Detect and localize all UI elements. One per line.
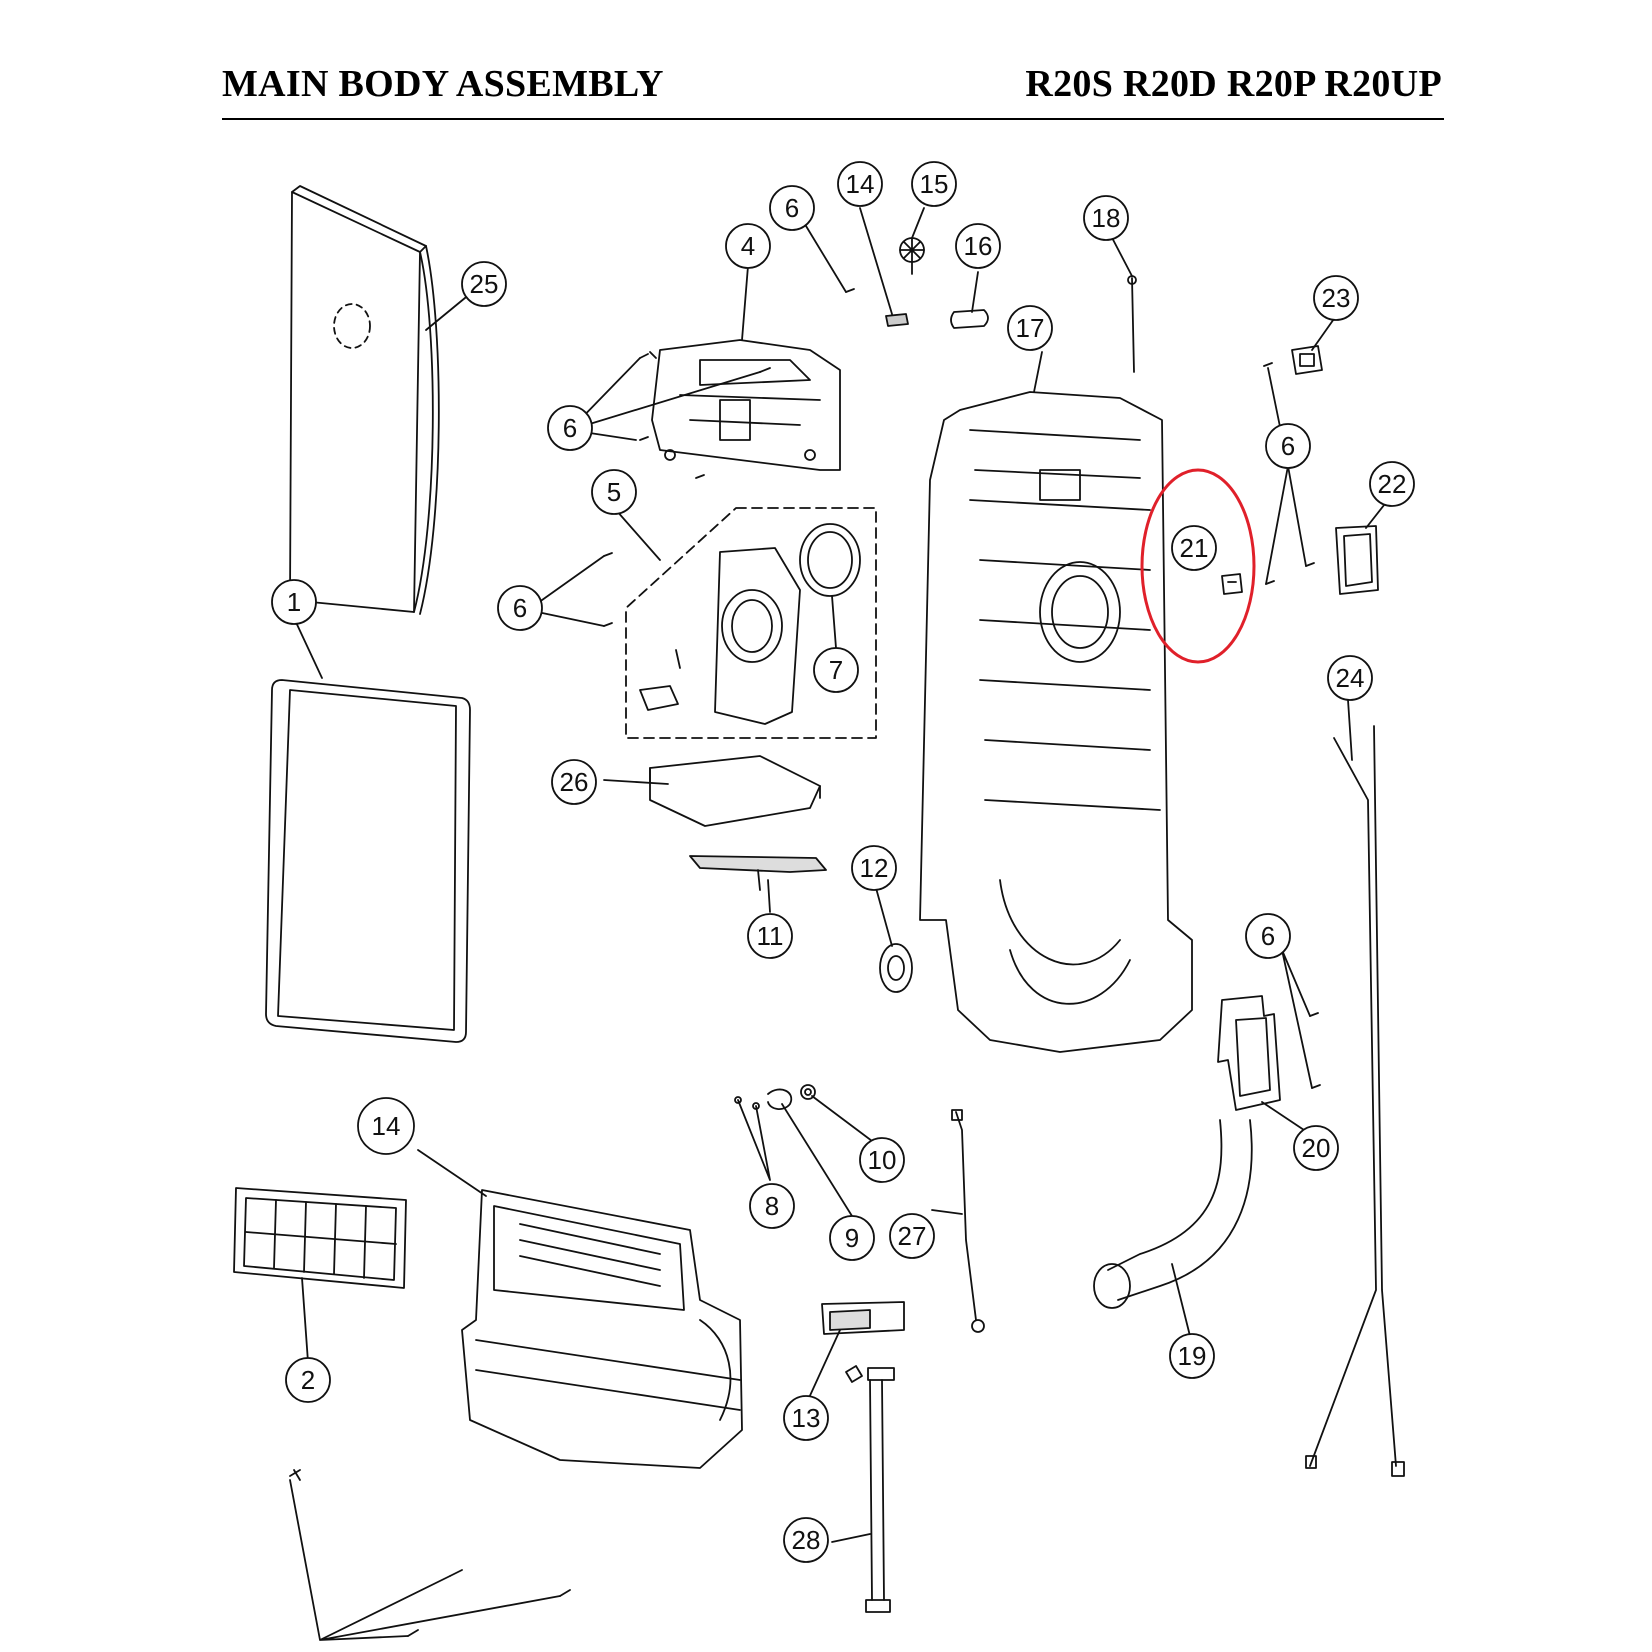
part-25-door-panel[interactable]: [289, 185, 440, 615]
part-9-spring-clip[interactable]: [767, 1088, 793, 1110]
callout-6-right-lower: 6: [1245, 913, 1291, 959]
svg-text:14: 14: [846, 169, 875, 199]
callout-6-right-upper: 6: [1265, 423, 1311, 469]
part-1-gasket-frame[interactable]: [265, 679, 471, 1043]
part-11-grille[interactable]: [689, 855, 827, 891]
svg-text:6: 6: [563, 413, 577, 443]
callout-10: 10: [859, 1137, 905, 1183]
part-20-hose-connector[interactable]: [1217, 995, 1281, 1111]
part-14-motor-housing[interactable]: [461, 1189, 743, 1469]
svg-text:6: 6: [785, 193, 799, 223]
part-4-top-housing[interactable]: [651, 339, 841, 471]
callout-5: 5: [591, 469, 637, 515]
callout-1: 1: [271, 579, 317, 625]
part-5-dust-door-assembly[interactable]: [625, 507, 877, 739]
svg-text:25: 25: [470, 269, 499, 299]
svg-text:6: 6: [1261, 921, 1275, 951]
part-15-gear[interactable]: [899, 237, 925, 275]
part-22-bracket[interactable]: [1335, 525, 1379, 595]
callout-17: 17: [1007, 305, 1053, 351]
svg-text:24: 24: [1336, 663, 1365, 693]
callout-6-top: 6: [769, 185, 815, 231]
svg-text:17: 17: [1016, 313, 1045, 343]
callout-21: 21: [1171, 525, 1217, 571]
svg-text:10: 10: [868, 1145, 897, 1175]
svg-text:1: 1: [287, 587, 301, 617]
callout-2: 2: [285, 1357, 331, 1403]
callout-14-bottom: 14: [357, 1097, 415, 1155]
svg-text:2: 2: [301, 1365, 315, 1395]
svg-text:27: 27: [898, 1221, 927, 1251]
part-13-circuit-board[interactable]: [821, 1301, 905, 1335]
svg-text:16: 16: [964, 231, 993, 261]
svg-text:11: 11: [757, 921, 784, 951]
part-7-seal-ring[interactable]: [799, 523, 861, 597]
svg-text:6: 6: [1281, 431, 1295, 461]
svg-text:19: 19: [1178, 1341, 1207, 1371]
part-10-washer[interactable]: [800, 1084, 816, 1100]
callout-26: 26: [551, 759, 597, 805]
svg-text:9: 9: [845, 1223, 859, 1253]
callout-22: 22: [1369, 461, 1415, 507]
svg-text:12: 12: [860, 853, 889, 883]
callout-19: 19: [1169, 1333, 1215, 1379]
part-19-hose[interactable]: [1093, 1119, 1253, 1309]
part-24-power-cord[interactable]: [1305, 725, 1405, 1477]
svg-text:7: 7: [829, 655, 843, 685]
part-12-knob[interactable]: [879, 943, 913, 993]
callout-24: 24: [1327, 655, 1373, 701]
callout-28: 28: [783, 1517, 829, 1563]
svg-text:8: 8: [765, 1191, 779, 1221]
svg-text:28: 28: [792, 1525, 821, 1555]
svg-text:14: 14: [372, 1111, 401, 1141]
callout-13: 13: [783, 1395, 829, 1441]
svg-text:4: 4: [741, 231, 755, 261]
svg-text:18: 18: [1092, 203, 1121, 233]
svg-text:21: 21: [1180, 533, 1209, 563]
svg-text:26: 26: [560, 767, 589, 797]
svg-text:13: 13: [792, 1403, 821, 1433]
callout-23: 23: [1313, 275, 1359, 321]
part-26-filter-pad[interactable]: [649, 755, 821, 827]
callout-25: 25: [461, 261, 507, 307]
assembly-title: MAIN BODY ASSEMBLY: [222, 63, 664, 105]
screws-part-6-top[interactable]: [639, 288, 855, 479]
svg-text:22: 22: [1378, 469, 1407, 499]
callout-20: 20: [1293, 1125, 1339, 1171]
part-28-wire-harness[interactable]: [845, 1365, 895, 1613]
part-23-switch[interactable]: [1291, 345, 1323, 375]
callout-8: 8: [749, 1183, 795, 1229]
screws-part-6-right[interactable]: [603, 362, 1321, 1089]
part-21-clip[interactable]: [1221, 573, 1243, 595]
svg-text:23: 23: [1322, 283, 1351, 313]
part-14-small-piece[interactable]: [885, 313, 909, 327]
svg-text:5: 5: [607, 477, 621, 507]
callout-14-top: 14: [837, 161, 883, 207]
model-numbers: R20S R20D R20P R20UP: [1025, 63, 1442, 105]
screws-bottom[interactable]: [289, 1469, 571, 1637]
part-16-cap[interactable]: [950, 309, 989, 329]
svg-text:20: 20: [1302, 1133, 1331, 1163]
callout-7: 7: [813, 647, 859, 693]
highlight-circle-part-21: [1140, 468, 1256, 664]
part-27-wire[interactable]: [951, 1109, 985, 1333]
callout-18: 18: [1083, 195, 1129, 241]
callout-6-left-upper: 6: [547, 405, 593, 451]
callout-11: 11: [747, 913, 793, 959]
svg-text:6: 6: [513, 593, 527, 623]
callout-15: 15: [911, 161, 957, 207]
header-rule: [222, 118, 1444, 120]
callout-6-left-lower: 6: [497, 585, 543, 631]
callout-16: 16: [955, 223, 1001, 269]
callout-27: 27: [889, 1213, 935, 1259]
callout-9: 9: [829, 1215, 875, 1261]
callout-12: 12: [851, 845, 897, 891]
part-2-filter[interactable]: [233, 1187, 407, 1289]
callout-4: 4: [725, 223, 771, 269]
svg-text:15: 15: [920, 169, 949, 199]
part-18-pin[interactable]: [1127, 275, 1137, 373]
part-17-main-body[interactable]: [919, 391, 1193, 1053]
